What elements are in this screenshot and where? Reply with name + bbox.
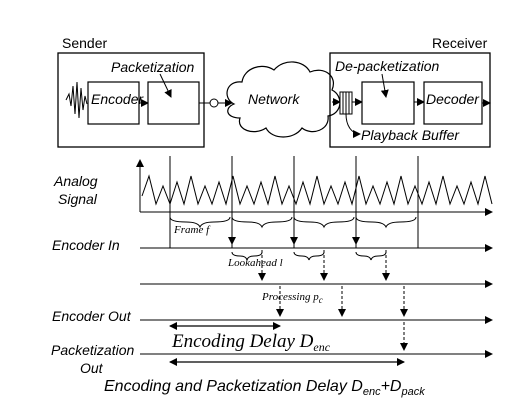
packetization-block	[147, 81, 200, 125]
analog-waveform	[141, 174, 493, 206]
encoding-delay-label: Encoding Delay Denc	[171, 331, 331, 354]
playback-buffer-pointer-arrow	[345, 113, 361, 138]
network-cloud: Network	[226, 61, 341, 138]
playback-buffer-label: Playback Buffer	[361, 127, 460, 143]
encoder-label: Encoder	[91, 91, 144, 107]
encoder-in-arrivals	[228, 228, 360, 245]
analog-label-line1: Analog	[53, 173, 98, 189]
depacketization-pointer-arrow	[380, 73, 389, 98]
sender-title: Sender	[62, 35, 107, 51]
encoder-block	[87, 81, 140, 125]
sender-panel: Sender Encoder Packetization	[57, 35, 233, 148]
encoder-in-label: Encoder In	[52, 237, 120, 253]
receiver-panel: Receiver De-packetization Decoder Playba…	[329, 35, 491, 148]
depacketization-block	[361, 81, 415, 125]
packetization-label: Packetization	[111, 59, 194, 75]
packetization-pointer-arrow	[159, 73, 172, 98]
decoder-label: Decoder	[426, 91, 480, 107]
connector-node-icon	[209, 98, 219, 108]
lookahead-braces	[231, 251, 387, 261]
frame-braces	[169, 216, 417, 229]
analog-label-line2: Signal	[58, 191, 98, 207]
total-delay-label: Encoding and Packetization Delay Denc+Dp…	[104, 378, 425, 398]
depacketization-label: De-packetization	[335, 58, 439, 74]
processing-dashed-arrows	[276, 286, 408, 317]
encoder-out-label: Encoder Out	[52, 308, 132, 324]
lookahead-label: Lookahead l	[227, 257, 283, 269]
playback-buffer-icon	[339, 91, 353, 115]
frame-label: Frame f	[173, 224, 211, 236]
input-waveform-icon	[65, 81, 88, 119]
network-label: Network	[248, 91, 300, 107]
packetization-out-label-line2: Out	[80, 360, 104, 376]
decoder-block	[423, 81, 483, 125]
receiver-title: Receiver	[432, 35, 488, 51]
packetization-out-label-line1: Packetization	[51, 342, 134, 358]
processing-label: Processing pc	[261, 291, 323, 305]
lookahead-dashed-arrows	[258, 250, 390, 281]
sender-box	[57, 52, 205, 148]
